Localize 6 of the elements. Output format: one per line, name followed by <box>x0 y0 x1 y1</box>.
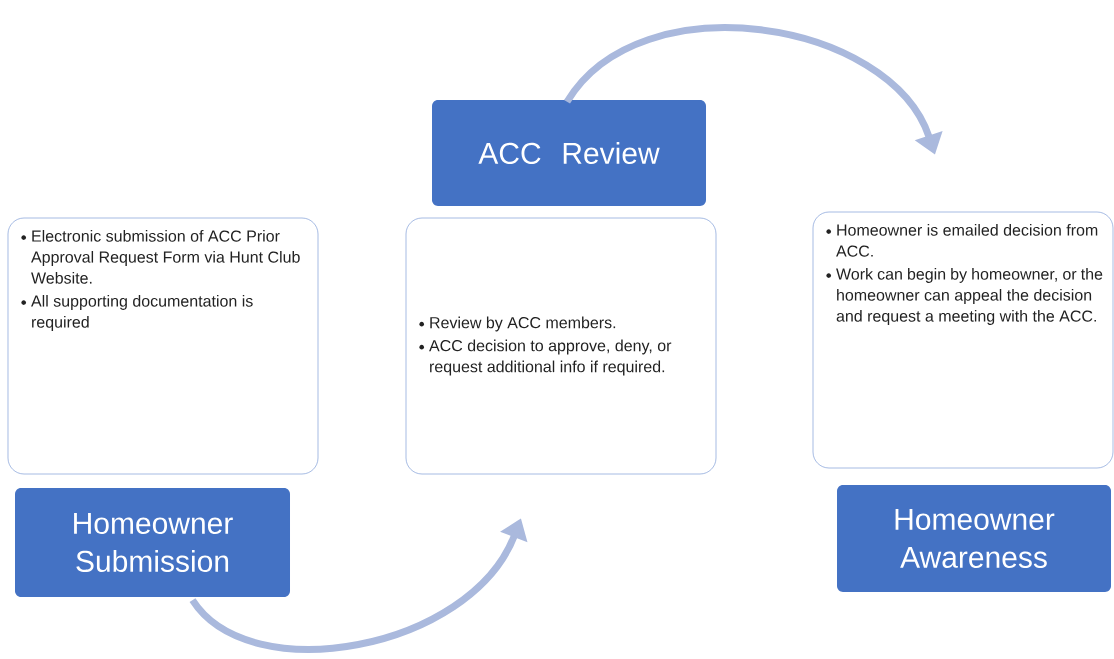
text-box: Electronic submission of ACC Prior Approval Request Form via Hunt Club Website. All supporting documentation is required <box>7 217 319 475</box>
text-box: Homeowner is emailed decision from ACC. Work can begin by homeowner, or the homeowner can appeal the decision and request a meeting with the ACC. <box>812 211 1114 469</box>
title-box: Homeowner Awareness <box>837 485 1111 592</box>
title-box: Homeowner Submission <box>15 488 290 597</box>
title-box: ACC Review <box>432 100 706 206</box>
text-box: Review by ACC members. ACC decision to approve, deny, or request additional info if required. <box>405 217 717 475</box>
